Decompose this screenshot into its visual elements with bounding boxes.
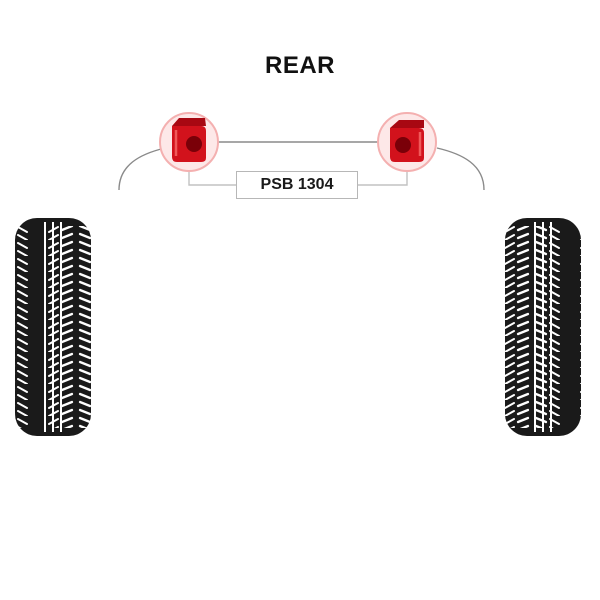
bar-left-arm (118, 147, 166, 191)
leader-left (188, 166, 236, 186)
leader-lines (188, 166, 408, 186)
tyre-left-icon (15, 218, 91, 436)
bush-left-icon (159, 112, 219, 172)
part-number-label: PSB 1304 (236, 171, 358, 199)
bar-right-arm (436, 147, 485, 191)
bush-right-icon (377, 112, 437, 172)
diagram-title: REAR (264, 52, 335, 79)
leader-right (358, 166, 408, 186)
anti-roll-bar (118, 141, 485, 191)
tyre-right-icon (505, 218, 581, 436)
